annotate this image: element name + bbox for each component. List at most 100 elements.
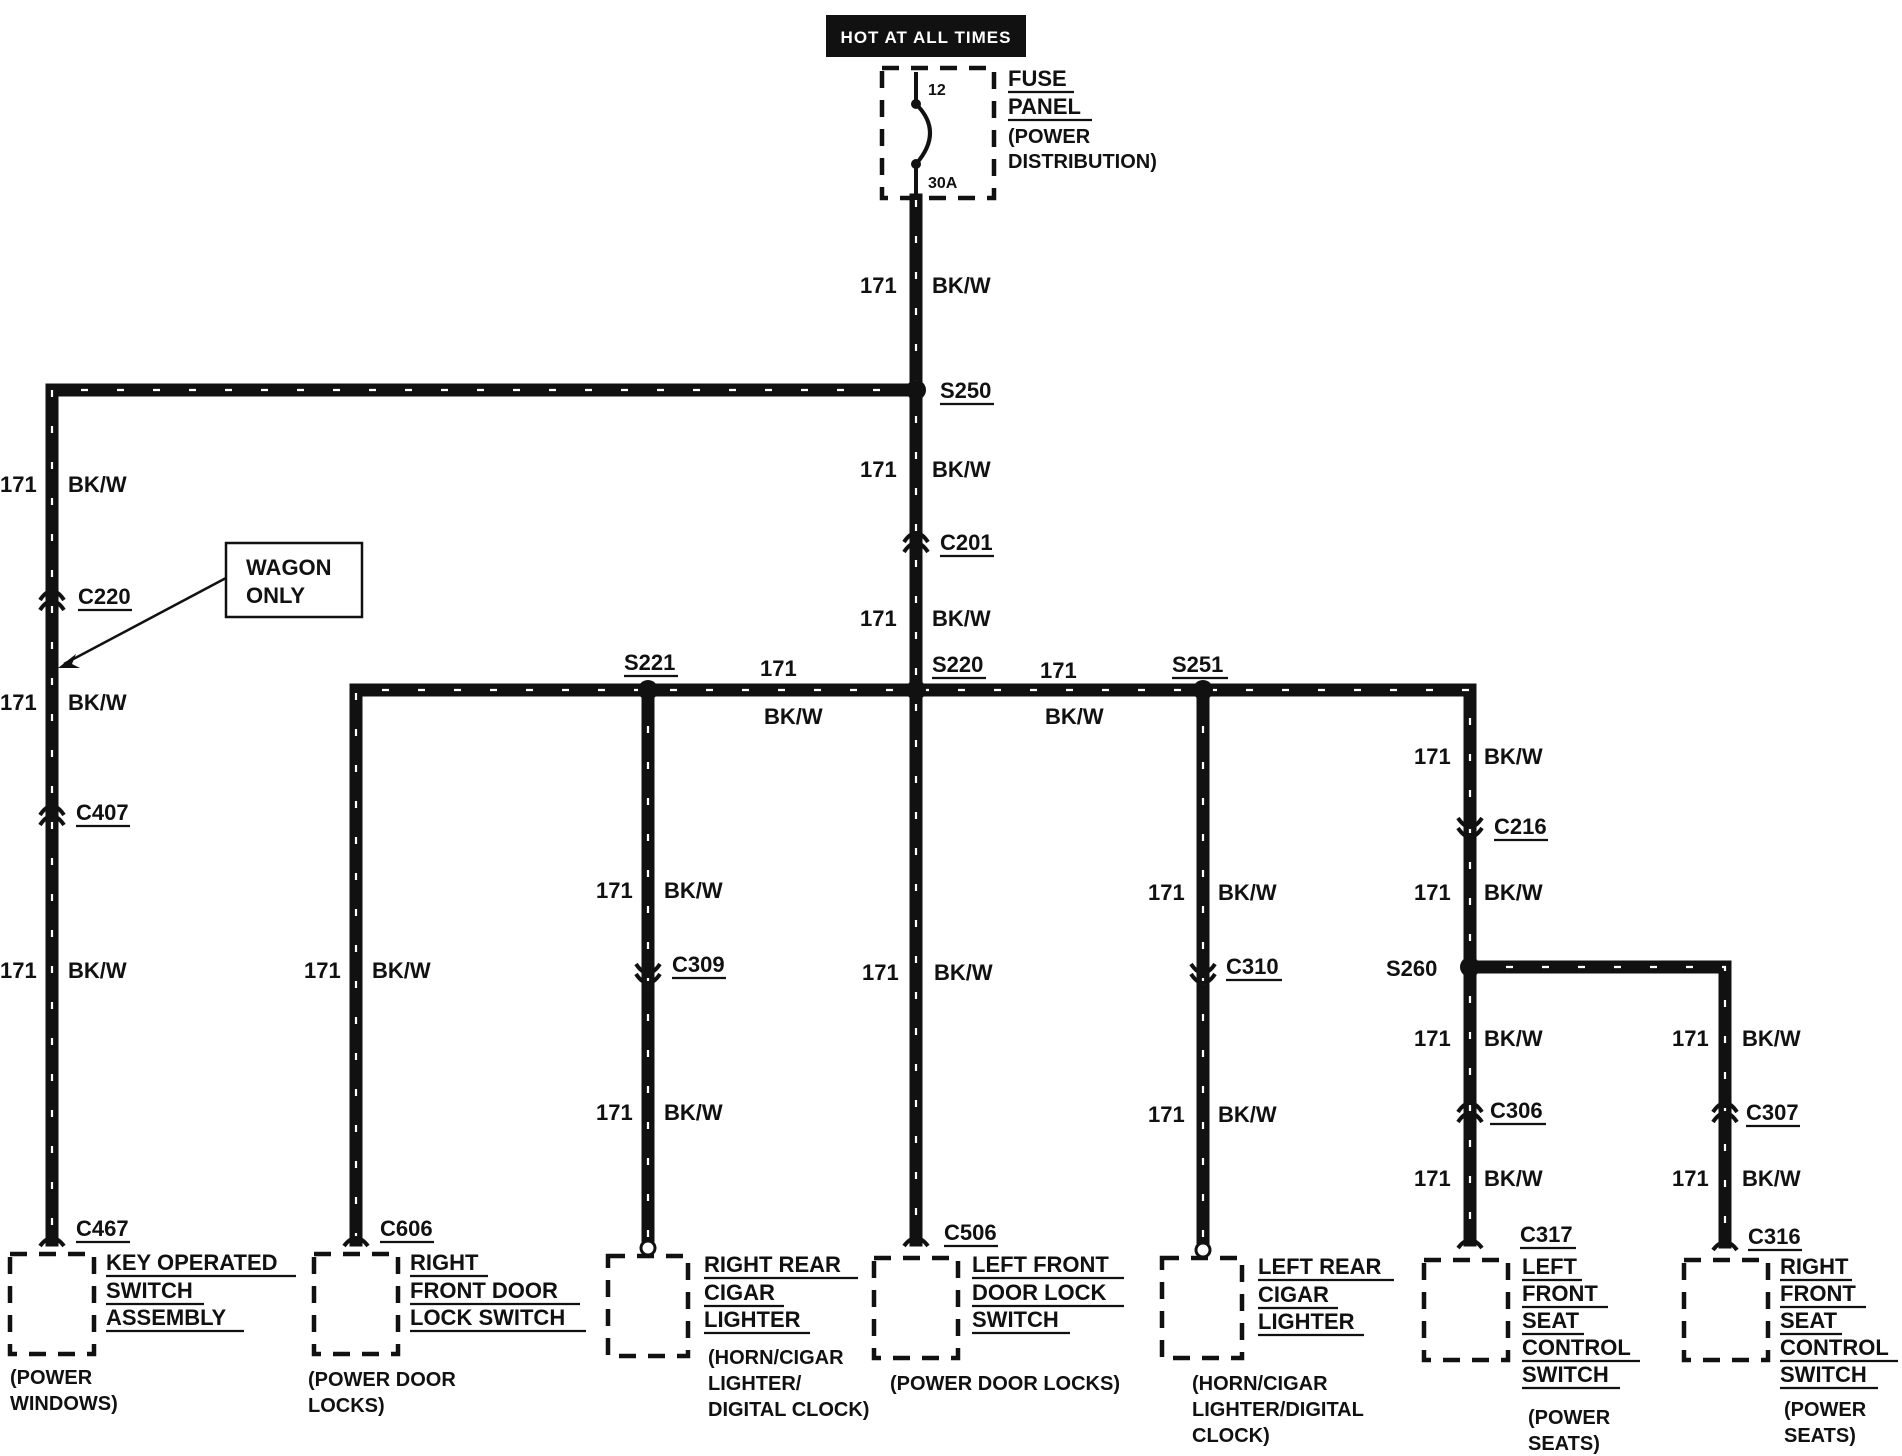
svg-text:SEATS): SEATS) bbox=[1784, 1425, 1856, 1447]
wire-color: BK/W bbox=[372, 958, 431, 983]
connector-c201: C201 bbox=[902, 530, 994, 558]
svg-text:LEFT REAR: LEFT REAR bbox=[1258, 1254, 1382, 1279]
svg-text:CIGAR: CIGAR bbox=[1258, 1282, 1329, 1307]
svg-text:CLOCK): CLOCK) bbox=[1192, 1425, 1270, 1447]
connector-c606: C606 bbox=[380, 1216, 433, 1241]
splice-s251-label: S251 bbox=[1172, 652, 1223, 677]
splice-s260-label: S260 bbox=[1386, 956, 1437, 981]
svg-text:(HORN/CIGAR: (HORN/CIGAR bbox=[708, 1347, 844, 1369]
connector-c307: C307 bbox=[1711, 1100, 1800, 1128]
wire-color: BK/W bbox=[1484, 880, 1543, 905]
wire-color: BK/W bbox=[68, 958, 127, 983]
svg-text:SWITCH: SWITCH bbox=[1522, 1362, 1609, 1387]
svg-text:LIGHTER: LIGHTER bbox=[704, 1307, 801, 1332]
svg-text:CONTROL: CONTROL bbox=[1780, 1335, 1889, 1360]
svg-text:RIGHT REAR: RIGHT REAR bbox=[704, 1252, 841, 1277]
svg-text:LEFT FRONT: LEFT FRONT bbox=[972, 1252, 1109, 1277]
right-rear-cigar-lighter: RIGHT REAR CIGAR LIGHTER (HORN/CIGAR LIG… bbox=[605, 1252, 869, 1421]
wire-color: BK/W bbox=[934, 960, 993, 985]
wire-color: BK/W bbox=[68, 690, 127, 715]
component-connectors: C467 C606 C506 C317 C316 bbox=[38, 1216, 1802, 1259]
svg-text:ASSEMBLY: ASSEMBLY bbox=[106, 1305, 227, 1330]
svg-text:(POWER DOOR LOCKS): (POWER DOOR LOCKS) bbox=[890, 1373, 1120, 1395]
svg-text:C407: C407 bbox=[76, 800, 129, 825]
connector-c306: C306 bbox=[1456, 1098, 1546, 1126]
fuse-element-icon bbox=[914, 102, 932, 166]
wire-color: BK/W bbox=[664, 1100, 723, 1125]
circuit-number: 171 bbox=[1672, 1166, 1709, 1191]
wire-branch-power-windows bbox=[45, 383, 923, 1247]
splices: S250 S220 S221 S251 S260 bbox=[624, 378, 1480, 981]
wire-color: BK/W bbox=[1045, 704, 1104, 729]
circuit-number: 171 bbox=[1040, 658, 1077, 683]
circuit-number: 171 bbox=[862, 960, 899, 985]
wire-labels: 171 BK/W 171 BK/W 171 BK/W 171 BK/W 171 … bbox=[0, 273, 1801, 1191]
svg-text:SEATS): SEATS) bbox=[1528, 1433, 1600, 1455]
svg-text:C216: C216 bbox=[1494, 814, 1547, 839]
svg-text:KEY OPERATED: KEY OPERATED bbox=[106, 1250, 278, 1275]
svg-text:RIGHT: RIGHT bbox=[1780, 1254, 1849, 1279]
svg-text:DOOR LOCK: DOOR LOCK bbox=[972, 1280, 1107, 1305]
svg-text:LOCK SWITCH: LOCK SWITCH bbox=[410, 1305, 565, 1330]
wire-color: BK/W bbox=[68, 472, 127, 497]
right-front-door-lock-switch: RIGHT FRONT DOOR LOCK SWITCH (POWER DOOR… bbox=[308, 1250, 586, 1417]
wire-color: BK/W bbox=[1218, 1102, 1277, 1127]
splice-s250-label: S250 bbox=[940, 378, 991, 403]
circuit-number: 171 bbox=[1414, 1166, 1451, 1191]
circuit-number: 171 bbox=[1148, 880, 1185, 905]
circuit-number: 171 bbox=[0, 690, 37, 715]
svg-text:SWITCH: SWITCH bbox=[106, 1278, 193, 1303]
fuse-panel: 12 30A FUSE PANEL (POWER DISTRIBUTION) bbox=[879, 65, 1157, 201]
inline-connectors: C201 C220 C407 C309 C310 C216 bbox=[38, 530, 1800, 1128]
svg-text:DIGITAL CLOCK): DIGITAL CLOCK) bbox=[708, 1399, 869, 1421]
svg-text:(POWER: (POWER bbox=[1528, 1407, 1611, 1429]
circuit-number: 171 bbox=[860, 273, 897, 298]
circuit-number: 171 bbox=[1672, 1026, 1709, 1051]
svg-text:C307: C307 bbox=[1746, 1100, 1799, 1125]
wire-color: BK/W bbox=[932, 273, 991, 298]
connector-c220: C220 bbox=[38, 584, 132, 612]
circuit-number: 171 bbox=[1414, 880, 1451, 905]
svg-text:LIGHTER: LIGHTER bbox=[1258, 1309, 1355, 1334]
wire-color: BK/W bbox=[1218, 880, 1277, 905]
wire-color: BK/W bbox=[1484, 1026, 1543, 1051]
wire-color: BK/W bbox=[1742, 1026, 1801, 1051]
svg-text:(HORN/CIGAR: (HORN/CIGAR bbox=[1192, 1373, 1328, 1395]
svg-text:(POWER: (POWER bbox=[1784, 1399, 1867, 1421]
circuit-number: 171 bbox=[596, 878, 633, 903]
fuse-panel-name-1: FUSE bbox=[1008, 66, 1067, 91]
splice-s251 bbox=[1193, 680, 1213, 700]
svg-text:WINDOWS): WINDOWS) bbox=[10, 1393, 118, 1415]
left-front-door-lock-switch: LEFT FRONT DOOR LOCK SWITCH (POWER DOOR … bbox=[871, 1252, 1124, 1395]
circuit-number: 171 bbox=[1148, 1102, 1185, 1127]
connector-c467: C467 bbox=[76, 1216, 129, 1241]
splice-s221 bbox=[638, 680, 658, 700]
svg-text:FRONT: FRONT bbox=[1780, 1281, 1856, 1306]
connector-terminal-icon bbox=[1194, 1241, 1212, 1259]
svg-text:ONLY: ONLY bbox=[246, 583, 305, 608]
circuit-number: 171 bbox=[0, 958, 37, 983]
splice-s220 bbox=[906, 680, 926, 700]
svg-text:HOT AT ALL TIMES: HOT AT ALL TIMES bbox=[841, 28, 1012, 47]
circuit-number: 171 bbox=[1414, 744, 1451, 769]
circuit-number: 171 bbox=[0, 472, 37, 497]
wiring-harness bbox=[45, 193, 1732, 1249]
svg-text:SWITCH: SWITCH bbox=[972, 1307, 1059, 1332]
wire-color: BK/W bbox=[932, 457, 991, 482]
svg-text:C201: C201 bbox=[940, 530, 993, 555]
svg-text:C309: C309 bbox=[672, 952, 725, 977]
svg-text:SWITCH: SWITCH bbox=[1780, 1362, 1867, 1387]
splice-s221-label: S221 bbox=[624, 650, 675, 675]
circuit-number: 171 bbox=[760, 656, 797, 681]
splice-s260 bbox=[1460, 957, 1480, 977]
circuit-number: 171 bbox=[596, 1100, 633, 1125]
left-rear-cigar-lighter: LEFT REAR CIGAR LIGHTER (HORN/CIGAR LIGH… bbox=[1159, 1254, 1394, 1447]
wire-color: BK/W bbox=[1484, 744, 1543, 769]
svg-text:SEAT: SEAT bbox=[1780, 1308, 1838, 1333]
circuit-number: 171 bbox=[1414, 1026, 1451, 1051]
key-operated-switch-assembly: KEY OPERATED SWITCH ASSEMBLY (POWER WIND… bbox=[7, 1250, 296, 1415]
svg-text:LIGHTER/: LIGHTER/ bbox=[708, 1373, 802, 1395]
svg-text:WAGON: WAGON bbox=[246, 555, 332, 580]
svg-text:CIGAR: CIGAR bbox=[704, 1280, 775, 1305]
callout-arrow-icon bbox=[63, 576, 227, 666]
